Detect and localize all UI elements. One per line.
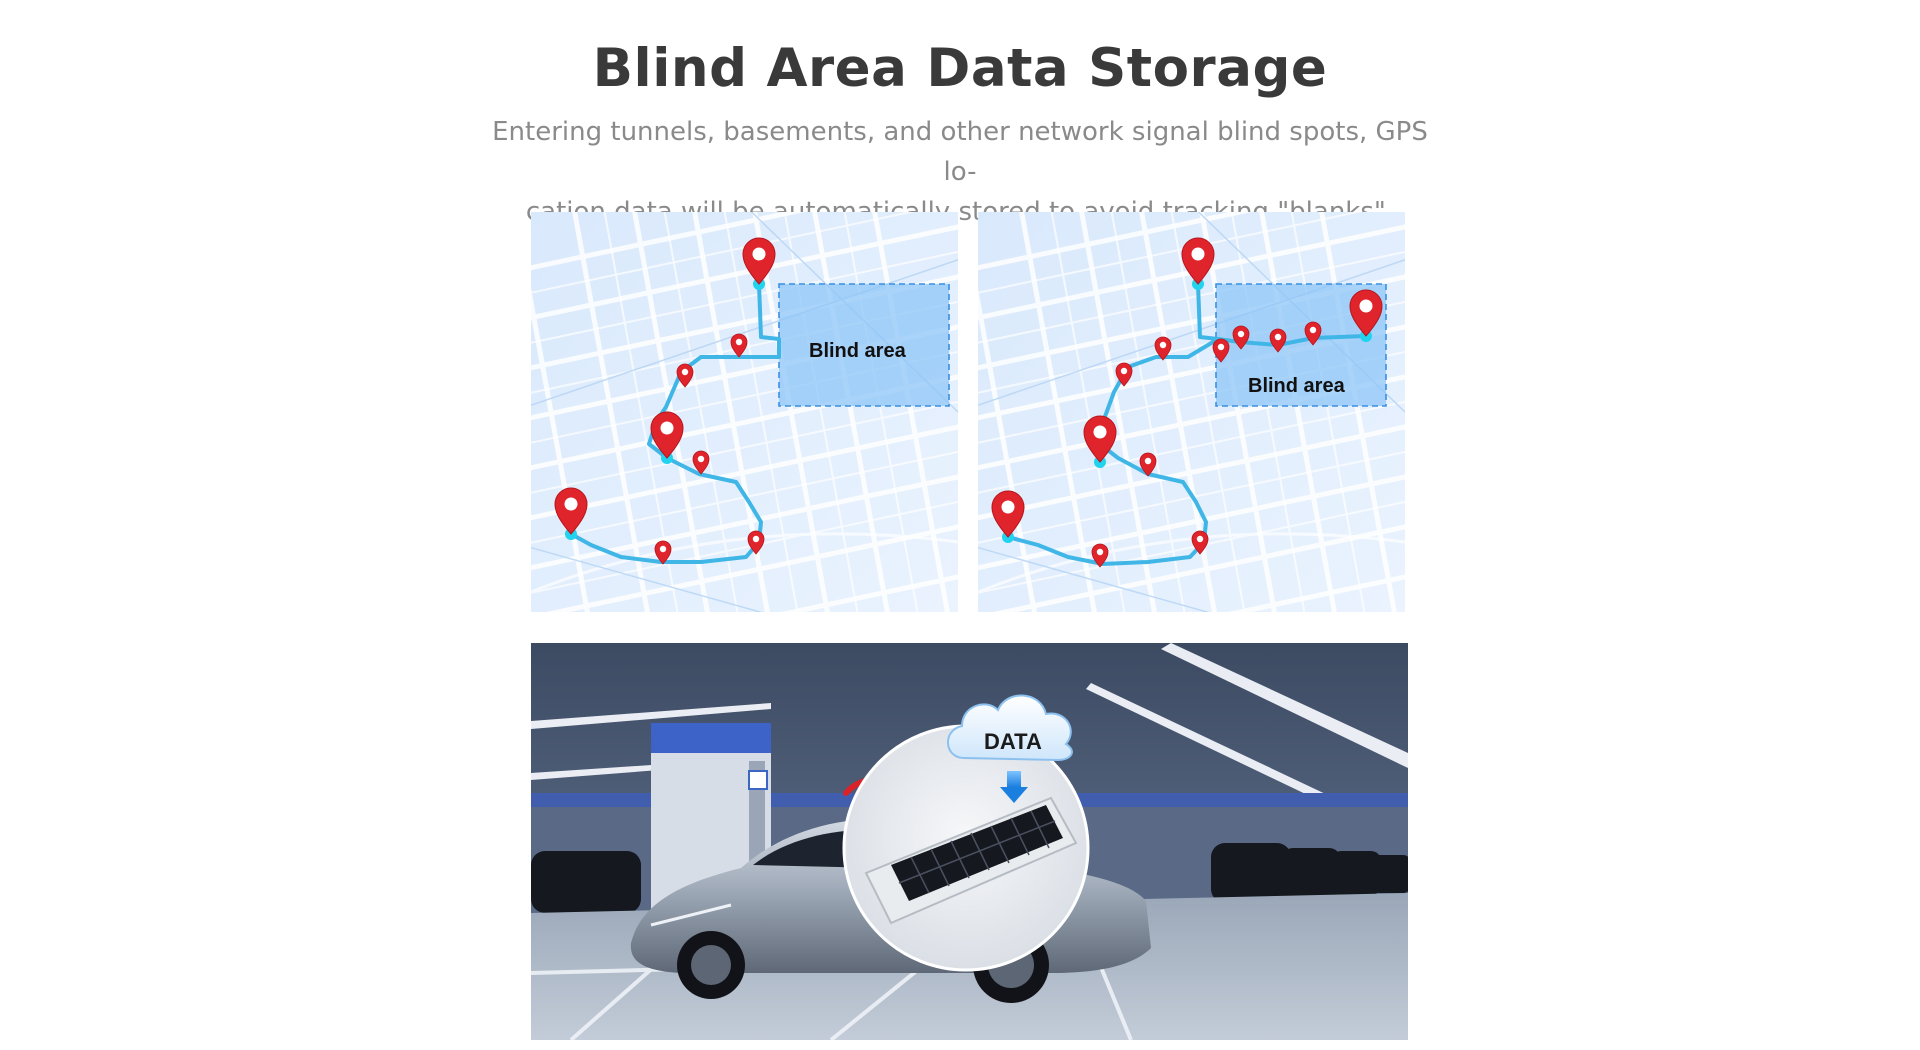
map-without-storage: Blind area bbox=[531, 212, 958, 612]
subtitle-line-1: Entering tunnels, basements, and other n… bbox=[492, 117, 1428, 187]
page-title: Blind Area Data Storage bbox=[592, 38, 1328, 99]
blind-area-label: Blind area bbox=[1248, 375, 1346, 397]
map-left-canvas: Blind area bbox=[531, 212, 958, 612]
blind-zone bbox=[778, 283, 950, 407]
map-right-canvas: Blind area bbox=[978, 212, 1405, 612]
map-with-storage: Blind area bbox=[978, 212, 1405, 612]
route-path bbox=[569, 282, 781, 564]
cloud-icon: DATA bbox=[947, 694, 1073, 762]
gps-tracker-device bbox=[864, 796, 1078, 925]
photo-canvas: DATA bbox=[531, 643, 1408, 1040]
download-arrow-icon bbox=[1000, 771, 1028, 803]
cloud-data-label: DATA bbox=[984, 729, 1042, 754]
blind-area-label: Blind area bbox=[809, 340, 907, 362]
parking-garage-photo: DATA bbox=[531, 643, 1408, 1040]
